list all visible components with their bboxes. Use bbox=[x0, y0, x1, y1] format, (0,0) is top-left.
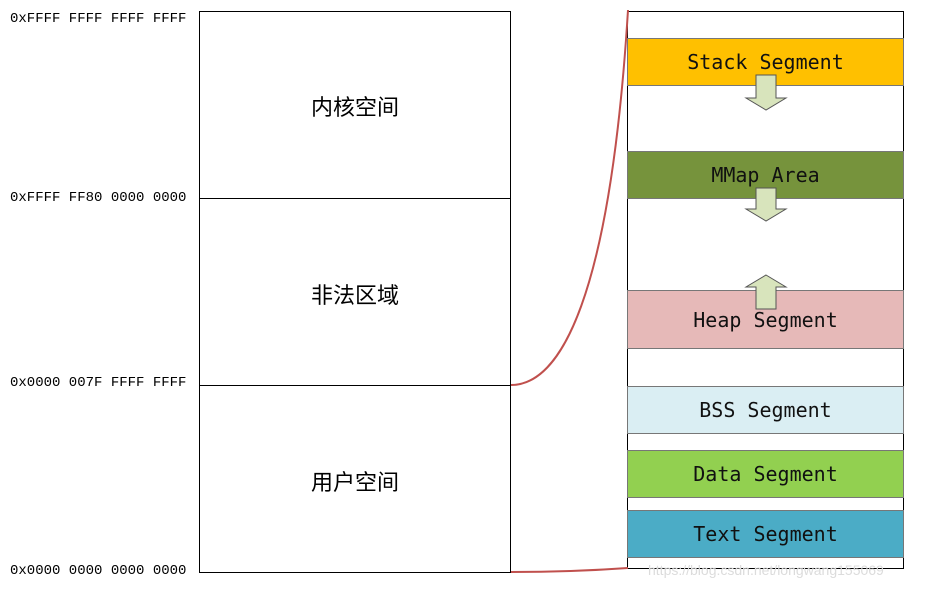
stack-segment-label: Stack Segment bbox=[687, 50, 844, 74]
address-kernel-start: 0xFFFF FF80 0000 0000 bbox=[10, 190, 187, 206]
kernel-space-label: 内核空间 bbox=[310, 96, 399, 121]
bss-segment-label: BSS Segment bbox=[699, 398, 832, 422]
stack-grows-down-arrow-icon bbox=[744, 74, 788, 111]
address-user-end: 0x0000 007F FFFF FFFF bbox=[10, 375, 187, 391]
bss-segment: BSS Segment bbox=[627, 386, 904, 434]
address-top: 0xFFFF FFFF FFFF FFFF bbox=[10, 11, 187, 27]
text-segment: Text Segment bbox=[627, 510, 904, 558]
watermark: https://blog.csdn.net/longwang155069 bbox=[648, 562, 884, 578]
heap-grows-up-arrow-icon bbox=[744, 274, 788, 310]
data-segment: Data Segment bbox=[627, 450, 904, 498]
user-space-region: 用户空间 bbox=[199, 385, 511, 573]
heap-segment-label: Heap Segment bbox=[693, 307, 838, 332]
mmap-grows-down-arrow-icon bbox=[744, 187, 788, 222]
address-bottom: 0x0000 0000 0000 0000 bbox=[10, 563, 187, 579]
text-segment-label: Text Segment bbox=[693, 522, 838, 546]
illegal-region: 非法区域 bbox=[199, 198, 511, 386]
data-segment-label: Data Segment bbox=[693, 462, 838, 486]
mmap-area-label: MMap Area bbox=[711, 163, 820, 187]
user-space-label: 用户空间 bbox=[310, 471, 399, 496]
zoom-curve-bottom bbox=[510, 567, 629, 573]
zoom-curve-top bbox=[510, 9, 629, 386]
mmap-area: MMap Area bbox=[627, 151, 904, 199]
illegal-region-label: 非法区域 bbox=[310, 284, 399, 309]
